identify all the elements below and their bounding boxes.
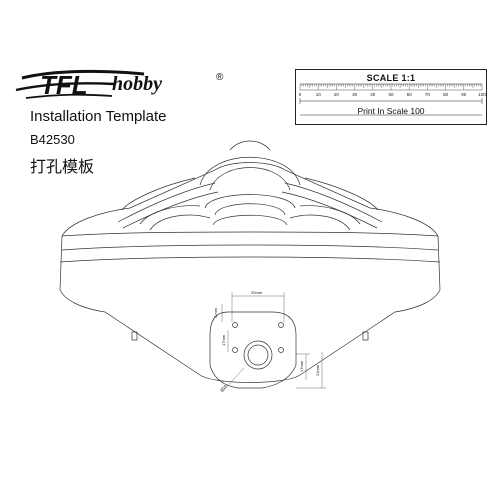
scale-footer: Print In Scale 100	[357, 106, 425, 116]
scale-ruler: 0 10 20 30 40 50 60 70 80 90 100	[299, 83, 486, 116]
mount-hole	[278, 347, 284, 353]
dim-right-height-b: 21mm	[315, 364, 320, 376]
dim-hole-spacing: 17mm	[221, 334, 226, 346]
ruler-label: 100	[478, 92, 486, 97]
hull-outline	[59, 162, 441, 383]
registered-mark: ®	[216, 72, 224, 83]
subtitle-cn: 打孔模板	[30, 157, 95, 176]
logo-hobby-text: hobby	[112, 73, 162, 95]
logo-tfl-text: TFL	[40, 70, 88, 100]
mount-plate	[209, 311, 297, 389]
shaft-hole	[243, 340, 273, 370]
dim-shaft-dia: Ø20	[219, 383, 228, 393]
ruler-label: 60	[407, 92, 413, 97]
scale-box: SCALE 1:1 0 10 20 30 40 50 60 70 80 90 100 Print I…	[295, 69, 487, 125]
ruler-label: 0	[299, 92, 302, 97]
dim-right-height-a: 17mm	[299, 360, 304, 372]
dim-top-width: 20mm	[251, 290, 263, 295]
ruler-label: 90	[461, 92, 467, 97]
ruler-label: 80	[443, 92, 449, 97]
dim-hole-offset: 4 mm	[213, 307, 218, 318]
model-code: B42530	[30, 132, 75, 147]
scale-title: SCALE 1:1	[366, 73, 416, 83]
ruler-label: 30	[352, 92, 358, 97]
ruler-label: 40	[370, 92, 376, 97]
mount-hole	[278, 322, 284, 328]
ruler-label: 70	[425, 92, 431, 97]
ruler-label: 50	[388, 92, 394, 97]
ruler-label: 10	[316, 92, 322, 97]
ruler-label: 20	[334, 92, 340, 97]
tflhobby-logo: TFL hobby ®	[15, 69, 224, 100]
mount-hole	[232, 347, 238, 353]
mount-hole	[232, 322, 238, 328]
page-title: Installation Template	[30, 108, 167, 125]
